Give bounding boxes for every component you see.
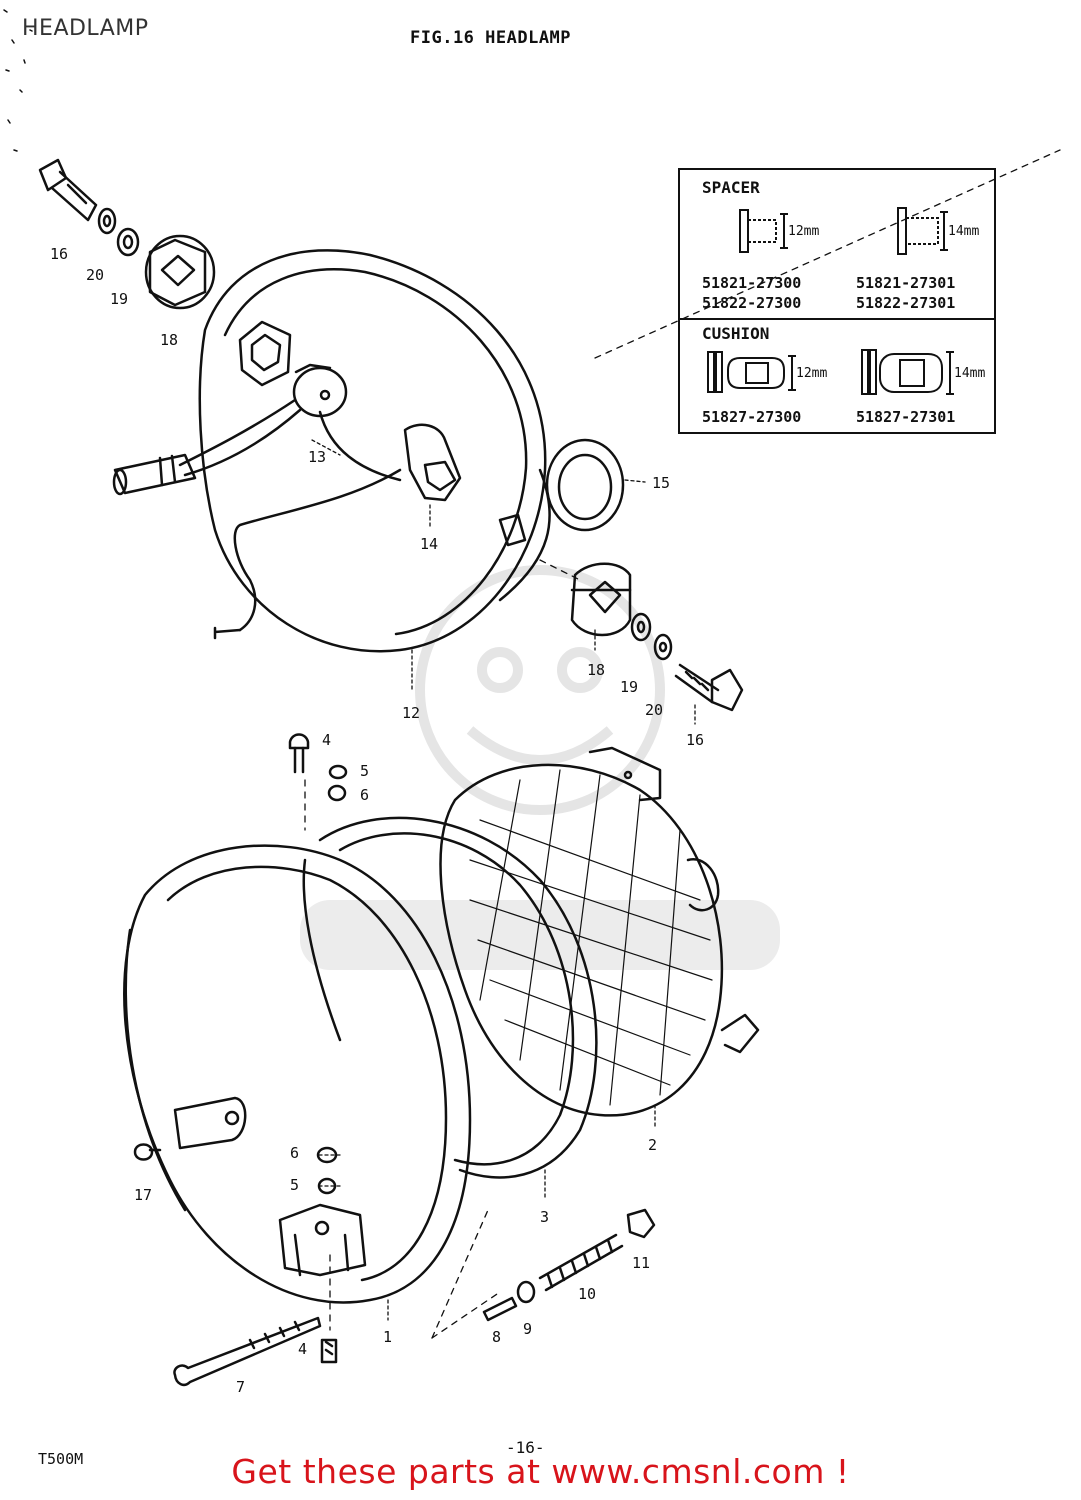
spacer-cushion-inset: SPACER xyxy=(678,168,996,434)
cushion-part-number: 51827-27300 xyxy=(702,408,802,426)
cushion-part-number: 51827-27301 xyxy=(856,408,956,426)
washer-20-lower xyxy=(653,633,673,661)
callout-14: 14 xyxy=(420,535,438,553)
callout-6-upper: 6 xyxy=(360,786,369,804)
callout-4-upper: 4 xyxy=(322,731,331,749)
callout-10: 10 xyxy=(578,1285,596,1303)
callout-12: 12 xyxy=(402,704,420,722)
screw-4-lower xyxy=(320,1338,338,1364)
sealed-beam-unit-2 xyxy=(439,746,760,1117)
headlamp-housing-12 xyxy=(112,249,551,653)
callout-18-upper: 18 xyxy=(160,331,178,349)
figure-title: FIG.16 HEADLAMP xyxy=(410,28,572,48)
callout-5-lower: 5 xyxy=(290,1176,299,1194)
page-number: -16- xyxy=(506,1438,545,1457)
cushion-12mm-dimension: 12mm xyxy=(796,366,828,381)
callout-16-upper: 16 xyxy=(50,245,68,263)
spacer-label: SPACER xyxy=(702,178,760,197)
callout-11: 11 xyxy=(632,1254,650,1272)
cushion-18-upper xyxy=(144,234,216,310)
callout-19-lower: 19 xyxy=(620,678,638,696)
callout-4-lower: 4 xyxy=(298,1340,307,1358)
screw-17 xyxy=(133,1143,162,1161)
spacer-part-number: 51821-27300 xyxy=(702,274,802,292)
cushion-14mm-dimension: 14mm xyxy=(954,366,986,381)
headlamp-rim-1 xyxy=(123,844,472,1304)
sealing-ring-3 xyxy=(302,816,598,1179)
nut-11 xyxy=(626,1208,656,1239)
inset-divider xyxy=(680,318,994,320)
adjusting-screw-7 xyxy=(173,1316,322,1387)
page-header-text: HEADLAMP xyxy=(22,16,149,41)
callout-3: 3 xyxy=(540,1208,549,1226)
callout-20-upper: 20 xyxy=(86,266,104,284)
callout-leader-lines xyxy=(311,439,696,1321)
bolt-16-upper xyxy=(38,158,98,222)
callout-numbers: 16 20 19 18 13 14 15 12 18 19 20 16 4 5 … xyxy=(50,245,704,1396)
callout-2: 2 xyxy=(648,1136,657,1154)
lockwasher-19-upper xyxy=(116,227,140,257)
scan-noise xyxy=(3,9,33,152)
callout-18-lower: 18 xyxy=(587,661,605,679)
spacer-part-number: 51822-27300 xyxy=(702,294,802,312)
spacer-part-number: 51821-27301 xyxy=(856,274,956,292)
callout-19-upper: 19 xyxy=(110,290,128,308)
spring-8-nut-9 xyxy=(482,1280,536,1322)
callout-13: 13 xyxy=(308,448,326,466)
watermark-logo xyxy=(300,565,780,970)
washer-20-upper xyxy=(97,207,117,235)
lockwasher-19-lower xyxy=(630,612,652,642)
screw-4-nut-5-6-upper xyxy=(288,733,348,802)
callout-1: 1 xyxy=(383,1328,392,1346)
callout-20-lower: 20 xyxy=(645,701,663,719)
spacer-12mm-dimension: 12mm xyxy=(788,224,820,239)
callout-9: 9 xyxy=(523,1320,532,1338)
model-code: T500M xyxy=(38,1450,84,1468)
bolt-16-lower xyxy=(674,663,744,712)
callout-17: 17 xyxy=(134,1186,152,1204)
exploded-view-guide-lines xyxy=(304,149,1061,1339)
callout-7: 7 xyxy=(236,1378,245,1396)
callout-5-upper: 5 xyxy=(360,762,369,780)
spacer-part-number: 51822-27301 xyxy=(856,294,956,312)
grommet-15 xyxy=(545,438,625,532)
cushion-label: CUSHION xyxy=(702,324,770,343)
callout-16-lower: 16 xyxy=(686,731,704,749)
cushion-18-lower xyxy=(570,562,632,637)
callout-15: 15 xyxy=(652,474,670,492)
callout-6-lower: 6 xyxy=(290,1144,299,1162)
inset-drawings xyxy=(707,207,954,395)
callout-8: 8 xyxy=(492,1328,501,1346)
spacer-14mm-dimension: 14mm xyxy=(948,224,980,239)
adjusting-spring-10 xyxy=(538,1233,624,1292)
footer-link[interactable]: Get these parts at www.cmsnl.com ! xyxy=(231,1452,850,1491)
